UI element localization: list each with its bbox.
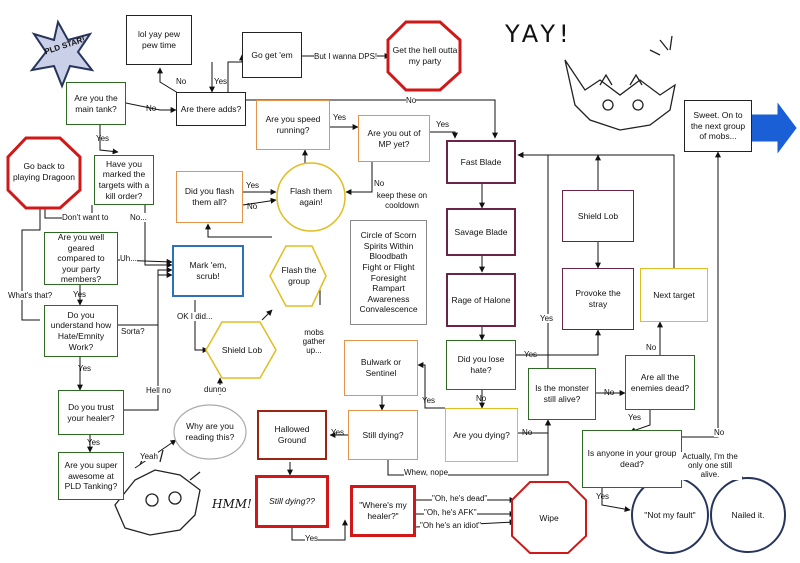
- node-trust[interactable]: Do you trust your healer?: [58, 390, 124, 435]
- node-speed[interactable]: Are you speed running?: [256, 100, 330, 150]
- edge-label: Uh...: [120, 254, 137, 264]
- node-dps[interactable]: Get the hell outta my party: [392, 45, 458, 66]
- edge-label: No: [406, 96, 417, 106]
- node-lose-hate[interactable]: Did you lose hate?: [446, 340, 516, 390]
- edge-label: Yes: [331, 428, 345, 437]
- edge-label: No: [646, 343, 657, 352]
- edge-label: No...: [130, 213, 147, 223]
- node-healer[interactable]: "Where's my healer?": [350, 485, 416, 537]
- node-dying[interactable]: Are you dying?: [445, 408, 518, 462]
- edge-label: No: [604, 388, 615, 397]
- edge-label: Yes: [305, 534, 319, 544]
- edge-label: No: [146, 104, 157, 113]
- node-geared[interactable]: Are you well geared compared to your par…: [44, 232, 118, 285]
- node-lol[interactable]: lol yay pew pew time: [126, 15, 192, 65]
- edge-label: Yeah: [140, 452, 158, 462]
- wipe-octagon: [511, 481, 587, 554]
- node-bulwark[interactable]: Bulwark or Sentinel: [344, 340, 418, 396]
- node-next-target[interactable]: Next target: [640, 268, 708, 322]
- edge-label: No: [476, 394, 487, 403]
- star-stamp-icon: [29, 19, 95, 89]
- edge-label: Don't want to: [62, 213, 109, 223]
- edge-label: Yes: [540, 314, 554, 324]
- node-wipe[interactable]: Wipe: [539, 512, 559, 523]
- node-hallowed[interactable]: Hallowed Ground: [257, 410, 327, 460]
- flash-group-hexagon: [269, 245, 327, 307]
- edge-label: "Oh, he's AFK": [424, 508, 477, 518]
- node-go-get[interactable]: Go get 'em: [242, 32, 302, 78]
- edge-label: No: [247, 202, 258, 211]
- node-shield-lob-2[interactable]: Shield Lob: [562, 190, 634, 242]
- edge-label: OK I did...: [177, 312, 213, 322]
- edge-label: No: [522, 428, 533, 437]
- edge-label: Yes: [87, 438, 101, 447]
- hmm-doodle-text: HMM!: [212, 497, 252, 511]
- edge-label: Yes: [73, 290, 87, 299]
- edge-label: Hell no: [146, 386, 171, 396]
- dps-octagon: [386, 20, 462, 92]
- dragoon-octagon: [6, 136, 82, 210]
- edge-label: No: [374, 179, 385, 188]
- node-monster[interactable]: Is the monster still alive?: [528, 368, 596, 420]
- node-not-fault[interactable]: "Not my fault": [644, 509, 696, 520]
- node-shield-lob-1[interactable]: Shield Lob: [221, 344, 263, 355]
- node-awesome[interactable]: Are you super awesome at PLD Tanking?: [58, 452, 124, 500]
- node-understand[interactable]: Do you understand how Hate/Emnity Work?: [44, 305, 118, 357]
- node-spirits[interactable]: Circle of Scorn Spirits Within Bloodbath…: [350, 220, 427, 325]
- node-still-dying-2[interactable]: Still dying??: [255, 475, 329, 528]
- yay-doodle-text: YAY!: [505, 20, 573, 48]
- node-dragoon[interactable]: Go back to playing Dragoon: [13, 161, 75, 182]
- edge-label: Yes: [78, 364, 92, 373]
- cooldown-note: keep these on cooldown: [376, 191, 428, 210]
- right-arrow-icon: [751, 102, 797, 154]
- edge-label: What's that?: [8, 291, 53, 301]
- edge-label: "Oh, he's dead": [432, 494, 488, 504]
- edge-label: Yes: [333, 113, 347, 122]
- node-fast-blade[interactable]: Fast Blade: [446, 140, 516, 184]
- edge-label: Yes: [96, 134, 110, 143]
- edge-label: Sorta?: [121, 327, 145, 337]
- edge-label: dunno: [204, 385, 227, 395]
- shield-lob-hexagon: [205, 321, 277, 379]
- node-flash-group[interactable]: Flash the group: [281, 265, 317, 286]
- node-adds[interactable]: Are there adds?: [176, 92, 246, 126]
- node-still-dying[interactable]: Still dying?: [348, 410, 418, 460]
- flash-again-circle: [276, 162, 346, 232]
- node-main-tank[interactable]: Are you the main tank?: [66, 82, 126, 125]
- edge-label: Yes: [628, 413, 642, 422]
- why-ellipse: [173, 404, 247, 460]
- edge-label: Yes: [214, 77, 228, 86]
- node-mark[interactable]: Mark 'em, scrub!: [172, 245, 244, 297]
- nailed-circle: [710, 477, 786, 553]
- edge-label: No: [714, 428, 725, 438]
- node-nailed[interactable]: Nailed it.: [731, 509, 765, 520]
- node-marked[interactable]: Have you marked the targets with a kill …: [94, 155, 154, 205]
- edge-label: "Oh he's an idiot": [420, 521, 482, 531]
- node-provoke[interactable]: Provoke the stray: [562, 268, 634, 330]
- node-flash-all[interactable]: Did you flash them all?: [176, 171, 243, 223]
- node-group-dead[interactable]: Is anyone in your group dead?: [582, 430, 682, 488]
- node-sweet[interactable]: Sweet. On to the next group of mobs...: [684, 100, 752, 152]
- edge-label: Actually, I'm the only one still alive.: [678, 452, 742, 480]
- edge-label: Yes: [246, 181, 260, 190]
- edge-label: Whew, nope: [404, 468, 449, 478]
- edge-label: But I wanna DPS!: [314, 52, 378, 62]
- node-flash-them[interactable]: Flash them again!: [289, 186, 333, 207]
- dizzy-sketch: [114, 449, 201, 536]
- edge-label: Yes: [524, 350, 538, 359]
- edge-label: Yes: [422, 396, 436, 405]
- paladin-sketch: [564, 35, 676, 131]
- node-mp[interactable]: Are you out of MP yet?: [358, 115, 430, 162]
- node-enemies-dead[interactable]: Are all the enemies dead?: [625, 355, 695, 410]
- node-rage[interactable]: Rage of Halone: [446, 273, 516, 327]
- node-savage[interactable]: Savage Blade: [446, 208, 516, 256]
- edge-label: Yes: [436, 120, 450, 129]
- node-why[interactable]: Why are you reading this?: [185, 421, 235, 442]
- edge-label: Yes: [596, 492, 610, 501]
- edge-label: mobs gather up...: [302, 328, 326, 356]
- edge-label: No: [176, 77, 187, 86]
